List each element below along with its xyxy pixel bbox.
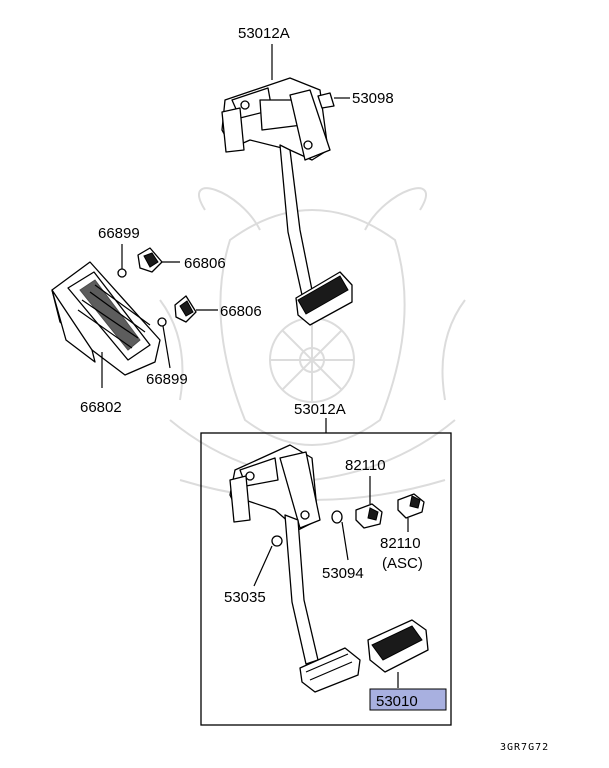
label-66806-upper: 66806 <box>184 255 226 272</box>
accelerator-pedal <box>51 261 161 376</box>
label-82110-asc: 82110 <box>380 535 421 552</box>
label-53094: 53094 <box>322 565 364 582</box>
label-asc-note: (ASC) <box>382 555 423 572</box>
highlight-53010[interactable] <box>369 688 447 711</box>
watermark-emblem <box>159 187 466 501</box>
bushing-53094 <box>331 510 343 524</box>
label-53012a-lower: 53012A <box>294 401 346 418</box>
nut-lower-66899 <box>157 317 167 327</box>
stopper-53035 <box>271 535 283 547</box>
leader-lines <box>101 44 409 688</box>
label-53035: 53035 <box>224 589 266 606</box>
nut-upper-66899 <box>117 268 127 278</box>
label-66899-upper: 66899 <box>98 225 140 242</box>
clip-lower-66806 <box>174 295 197 323</box>
lower-brake-pedal-assembly <box>229 444 361 693</box>
label-66806-lower: 66806 <box>220 303 262 320</box>
diagram-code: 3GR7G72 <box>500 742 549 753</box>
label-53012a-upper: 53012A <box>238 25 290 42</box>
stop-lamp-switch-82110 <box>355 503 383 529</box>
label-53098: 53098 <box>352 90 394 107</box>
upper-brake-pedal-assembly <box>221 77 353 326</box>
clip-upper-66806 <box>137 247 163 273</box>
brake-pedal-pad-53010 <box>367 619 429 673</box>
stop-lamp-switch-asc-82110 <box>397 493 425 519</box>
label-66899-lower: 66899 <box>146 371 188 388</box>
label-66802: 66802 <box>80 399 122 416</box>
label-53010[interactable]: 53010 <box>376 693 418 710</box>
label-82110-top: 82110 <box>345 457 386 474</box>
